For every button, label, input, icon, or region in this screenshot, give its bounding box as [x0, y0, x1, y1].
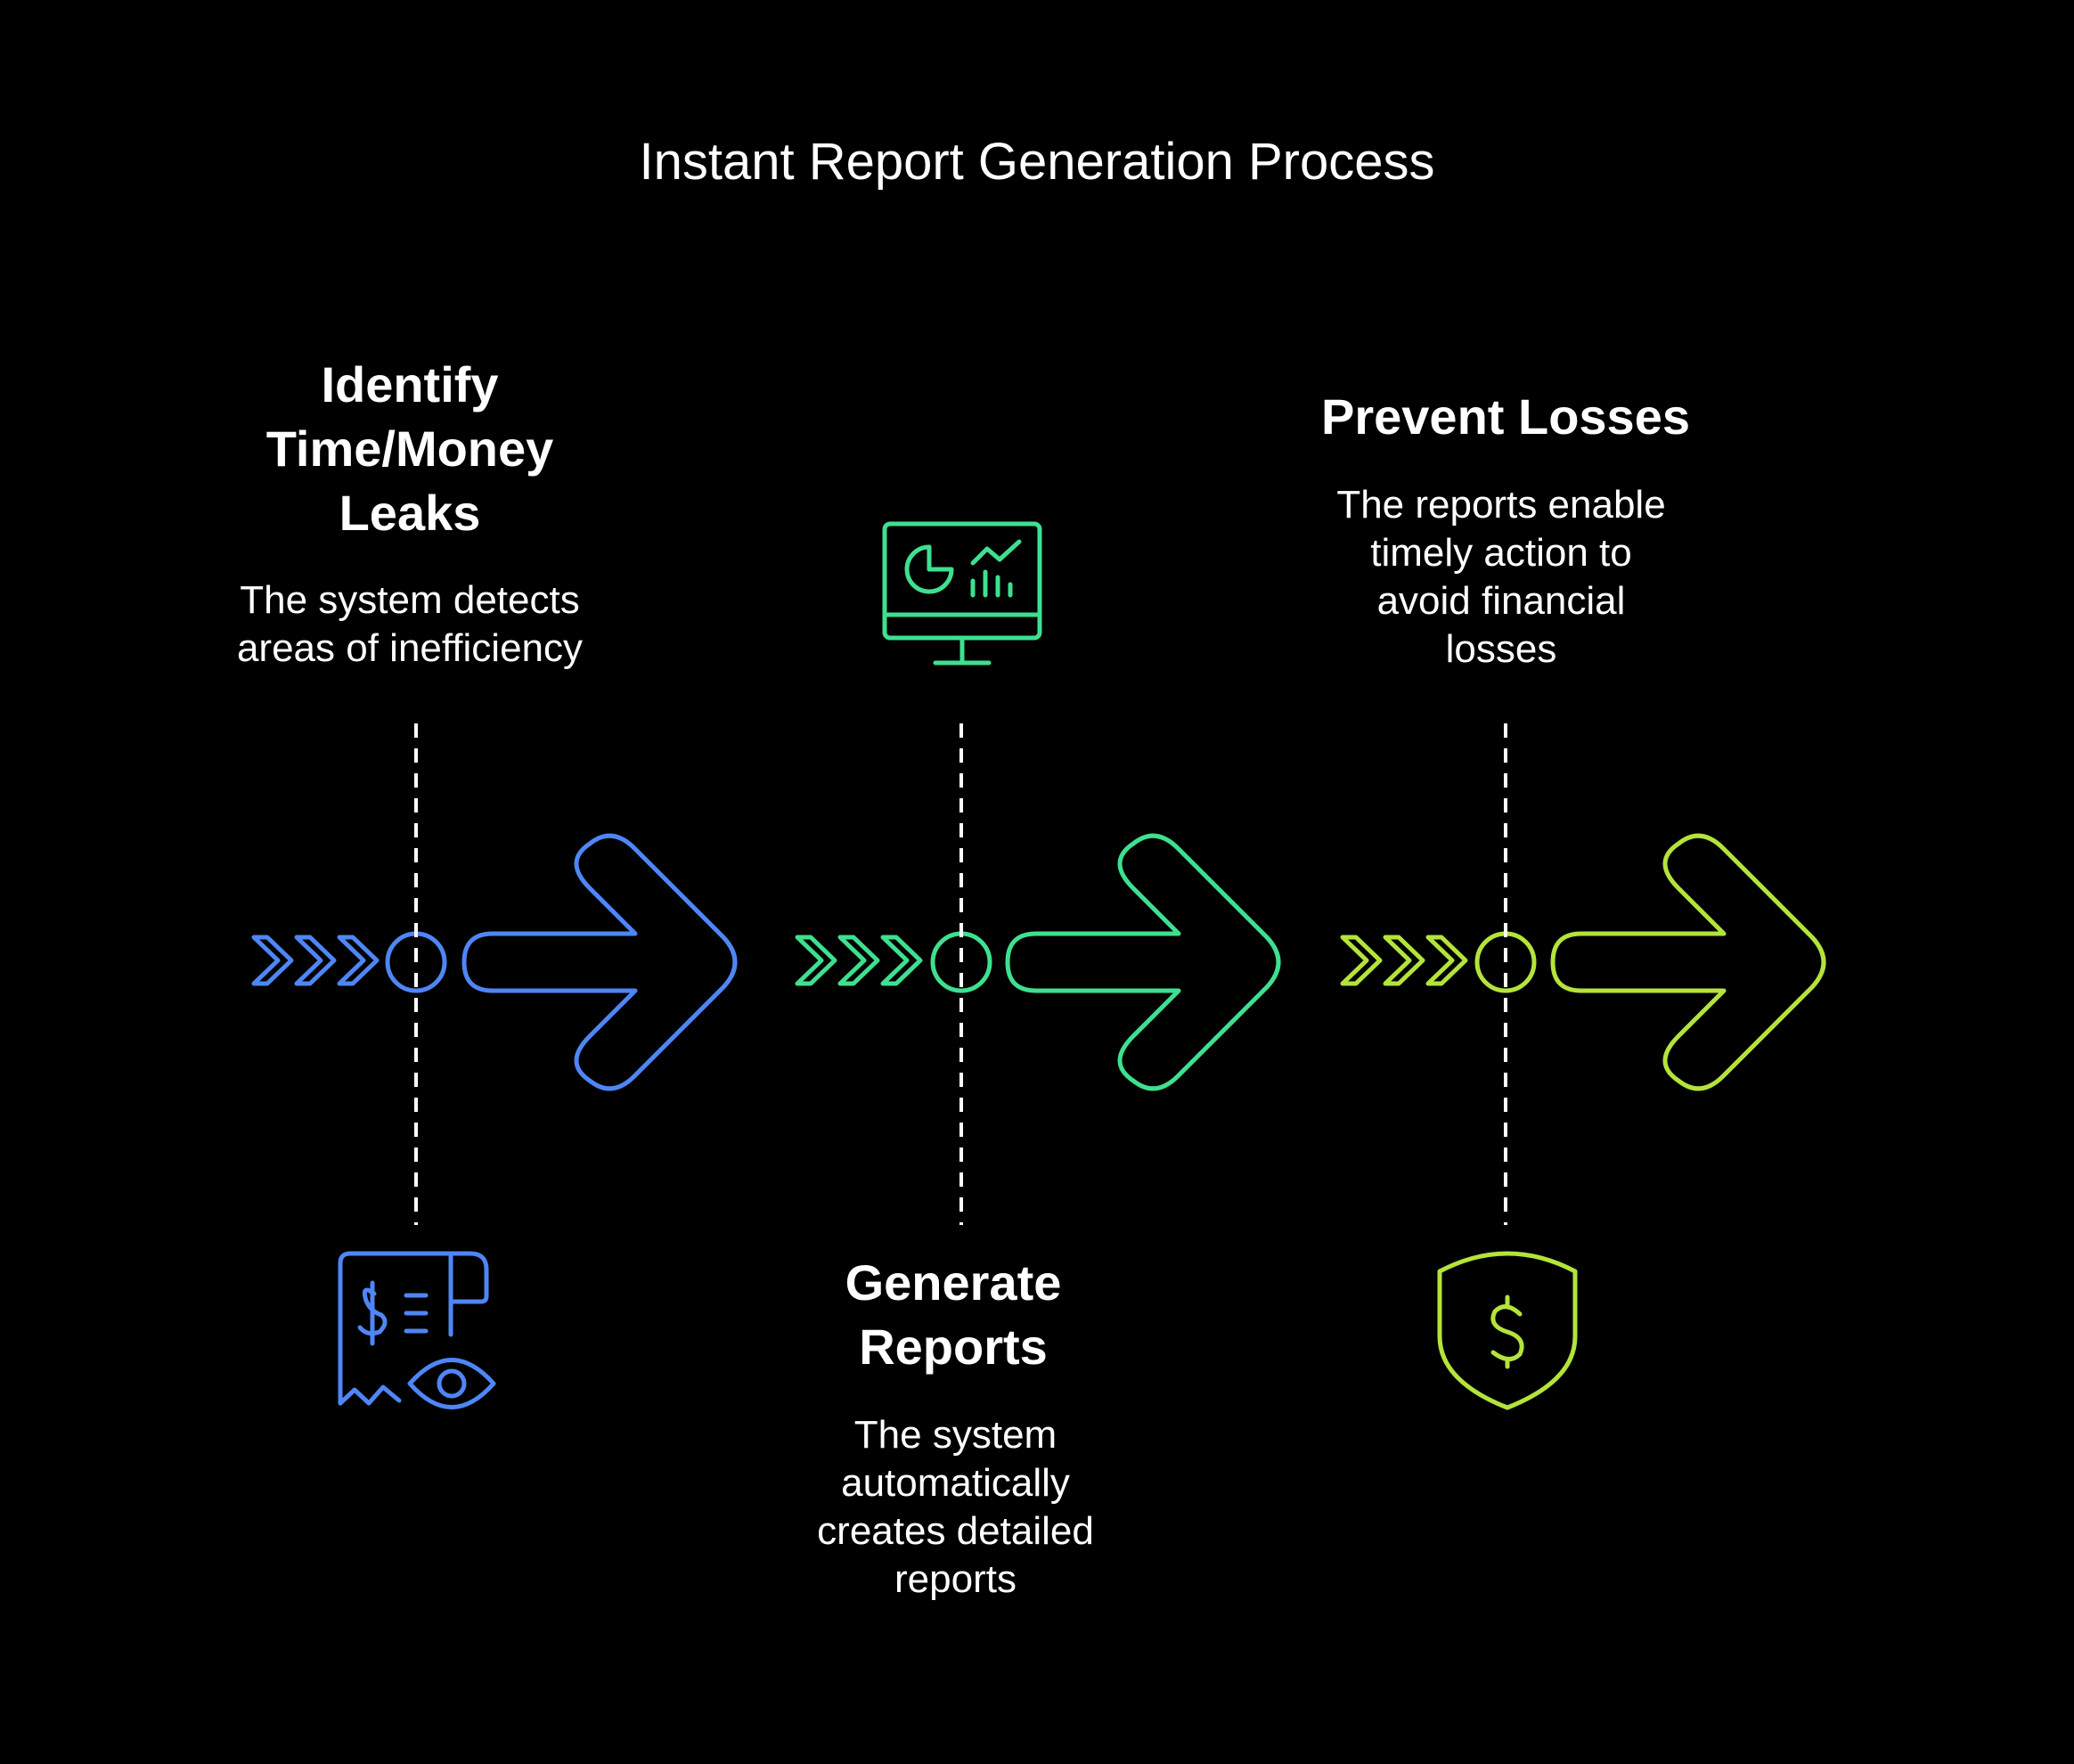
step-3-flow [1340, 833, 1826, 1091]
step-1-chevrons [251, 935, 380, 986]
step-3-chevrons [1340, 935, 1468, 986]
step-3-heading: Prevent Losses [1321, 388, 1690, 445]
step-1-description: The system detects areas of inefficiency [236, 578, 584, 670]
step-2-arrow [1005, 833, 1281, 1091]
shield-dollar-icon [1437, 1251, 1578, 1410]
step-1-flow [251, 833, 738, 1091]
diagram-title: Instant Report Generation Process [639, 133, 1435, 191]
step-3-description: The reports enable timely action to avoi… [1336, 483, 1666, 671]
receipt-eye-icon [338, 1251, 496, 1409]
step-2-heading: Generate Reports [845, 1254, 1062, 1375]
step-2-flow [795, 833, 1281, 1091]
step-2-description: The system automatically creates detaile… [817, 1413, 1094, 1601]
step-1-heading: Identify Time/Money Leaks [265, 356, 554, 541]
step-3-arrow [1550, 833, 1826, 1091]
monitor-chart-icon [882, 521, 1042, 666]
step-2-chevrons [795, 935, 923, 986]
step-1-arrow [461, 833, 738, 1091]
